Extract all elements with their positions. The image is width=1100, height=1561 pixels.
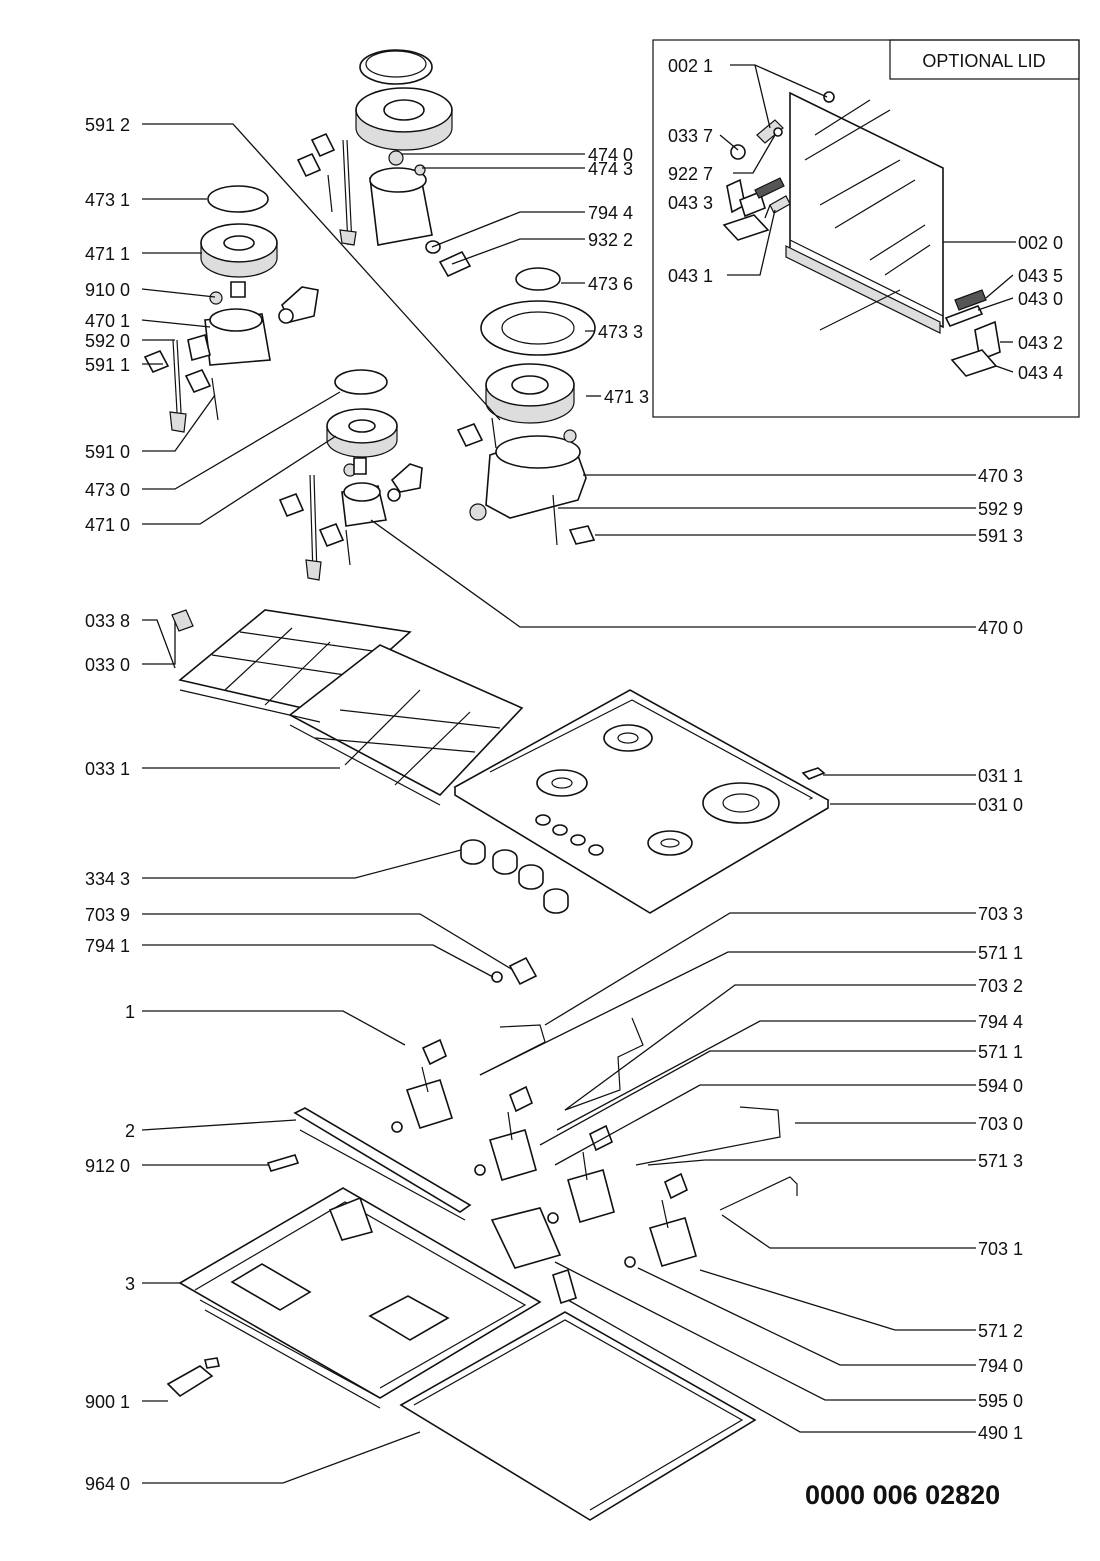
burner-rear-left-drawing — [296, 49, 472, 278]
label-043-5: 043 5 — [1018, 266, 1063, 286]
label-043-0: 043 0 — [1018, 289, 1063, 309]
label-473-3: 473 3 — [598, 322, 643, 342]
label-043-3: 043 3 — [668, 193, 713, 213]
part-labels: 591 2 473 1 471 1 910 0 470 1 592 0 591 … — [85, 56, 1063, 1494]
label-591-0: 591 0 — [85, 442, 130, 462]
label-471-1: 471 1 — [85, 244, 130, 264]
label-595-0: 595 0 — [978, 1391, 1023, 1411]
label-3: 3 — [125, 1274, 135, 1294]
label-794-4-bottom: 794 4 — [978, 1012, 1023, 1032]
label-571-3: 571 3 — [978, 1151, 1023, 1171]
label-571-1-b: 571 1 — [978, 1042, 1023, 1062]
seal-gasket-drawing — [399, 1311, 757, 1521]
label-031-1: 031 1 — [978, 766, 1023, 786]
label-033-0: 033 0 — [85, 655, 130, 675]
label-470-3: 470 3 — [978, 466, 1023, 486]
label-912-0: 912 0 — [85, 1156, 130, 1176]
label-470-1: 470 1 — [85, 311, 130, 331]
label-473-1: 473 1 — [85, 190, 130, 210]
label-703-2: 703 2 — [978, 976, 1023, 996]
label-964-0: 964 0 — [85, 1474, 130, 1494]
glass-lid-drawing — [785, 91, 944, 334]
label-794-1: 794 1 — [85, 936, 130, 956]
burner-large-drawing — [456, 267, 596, 546]
label-594-0: 594 0 — [978, 1076, 1023, 1096]
label-592-9: 592 9 — [978, 499, 1023, 519]
label-703-1: 703 1 — [978, 1239, 1023, 1259]
label-571-2: 571 2 — [978, 1321, 1023, 1341]
label-474-3: 474 3 — [588, 159, 633, 179]
label-043-4: 043 4 — [1018, 363, 1063, 383]
control-knobs-drawing — [460, 839, 569, 914]
label-473-0: 473 0 — [85, 480, 130, 500]
document-number: 0000 006 02820 — [805, 1480, 1000, 1510]
label-794-4-top: 794 4 — [588, 203, 633, 223]
label-473-6: 473 6 — [588, 274, 633, 294]
label-031-0: 031 0 — [978, 795, 1023, 815]
label-033-8: 033 8 — [85, 611, 130, 631]
gas-pipes-and-taps-drawing — [266, 956, 798, 1305]
label-043-1: 043 1 — [668, 266, 713, 286]
leader-lines — [141, 64, 1016, 1484]
label-591-3: 591 3 — [978, 526, 1023, 546]
label-703-9: 703 9 — [85, 905, 130, 925]
label-490-1: 490 1 — [978, 1423, 1023, 1443]
label-471-0: 471 0 — [85, 515, 130, 535]
label-591-2: 591 2 — [85, 115, 130, 135]
burner-front-left-drawing — [278, 369, 423, 581]
optional-lid-box: OPTIONAL LID — [652, 39, 1080, 418]
label-002-0: 002 0 — [1018, 233, 1063, 253]
label-592-0: 592 0 — [85, 331, 130, 351]
optional-lid-title: OPTIONAL LID — [922, 51, 1045, 71]
label-470-0: 470 0 — [978, 618, 1023, 638]
bottom-casing-drawing — [166, 1187, 542, 1409]
label-471-3: 471 3 — [604, 387, 649, 407]
hinge-parts-drawing — [722, 91, 1001, 377]
label-033-1: 033 1 — [85, 759, 130, 779]
label-043-2: 043 2 — [1018, 333, 1063, 353]
label-033-7: 033 7 — [668, 126, 713, 146]
label-703-0: 703 0 — [978, 1114, 1023, 1134]
label-334-3: 334 3 — [85, 869, 130, 889]
label-900-1: 900 1 — [85, 1392, 130, 1412]
label-1: 1 — [125, 1002, 135, 1022]
label-591-1: 591 1 — [85, 355, 130, 375]
hob-top-plate-drawing — [453, 689, 830, 914]
pan-support-grids-drawing — [171, 609, 524, 806]
label-932-2: 932 2 — [588, 230, 633, 250]
label-794-0: 794 0 — [978, 1356, 1023, 1376]
label-002-1: 002 1 — [668, 56, 713, 76]
burner-left-drawing — [143, 185, 319, 433]
label-910-0: 910 0 — [85, 280, 130, 300]
label-2: 2 — [125, 1121, 135, 1141]
label-474-0: 474 0 — [588, 145, 633, 165]
label-703-3: 703 3 — [978, 904, 1023, 924]
label-571-1-a: 571 1 — [978, 943, 1023, 963]
label-922-7: 922 7 — [668, 164, 713, 184]
